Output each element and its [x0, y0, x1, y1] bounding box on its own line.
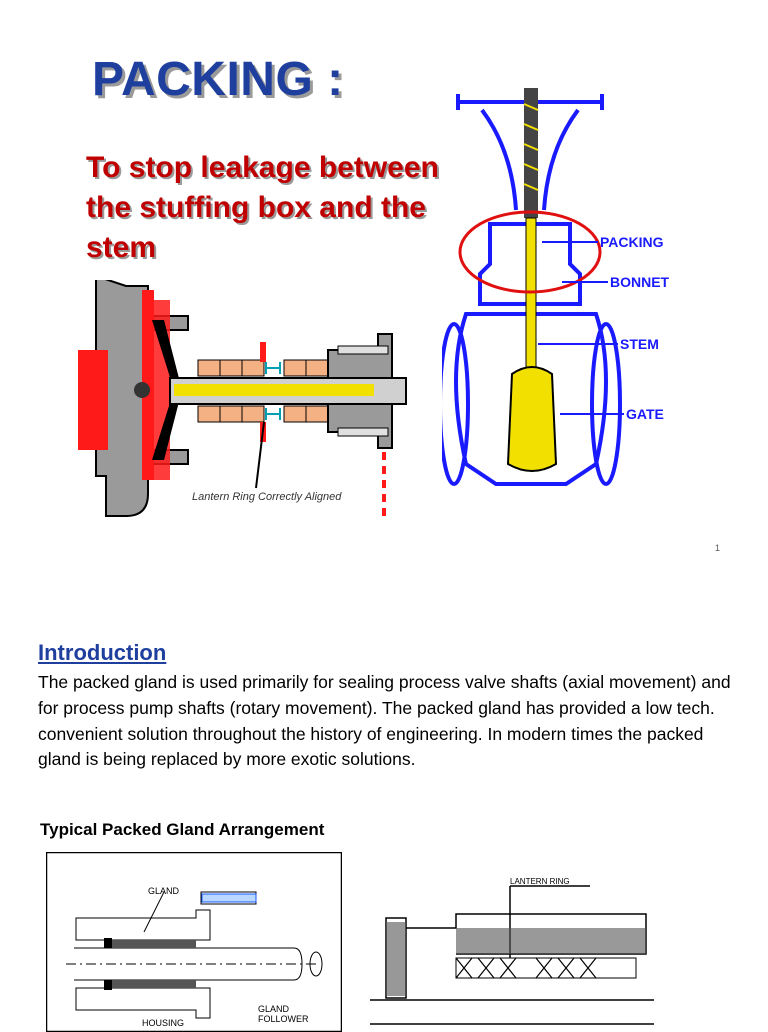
gland-label: GLAND — [148, 886, 180, 896]
typical-gland-diagram: GLAND GLAND FOLLOWER HOUSING — [46, 852, 342, 1032]
stem-label: STEM — [620, 336, 659, 352]
gate-label: GATE — [626, 406, 664, 422]
stuffing-box-diagram: Lantern Ring Correctly Aligned — [78, 280, 407, 517]
lantern-ring-diagram: LANTERN RING — [370, 877, 654, 1025]
figure-heading: Typical Packed Gland Arrangement — [40, 820, 325, 839]
slide-subtitle: To stop leakage between the stuffing box… — [86, 151, 439, 264]
gland-follower-label-2: FOLLOWER — [258, 1014, 309, 1024]
lantern-ring-label: LANTERN RING — [510, 877, 570, 886]
slide: PACKING : To stop leakage between the st… — [78, 53, 721, 553]
gland-caption: Lantern Ring Correctly Aligned — [192, 491, 342, 503]
gate-valve-diagram: PACKING BONNET STEM GATE — [442, 88, 670, 486]
packing-label: PACKING — [600, 234, 664, 250]
intro-heading: Introduction — [38, 640, 167, 665]
bonnet-label: BONNET — [610, 274, 670, 290]
slide-title: PACKING : — [92, 53, 344, 106]
document-body: Introduction The packed gland is used pr… — [38, 640, 738, 773]
page-number: 1 — [715, 543, 721, 553]
housing-label: HOUSING — [142, 1018, 184, 1028]
gland-follower-label-1: GLAND — [258, 1004, 290, 1014]
intro-paragraph: The packed gland is used primarily for s… — [38, 672, 731, 770]
